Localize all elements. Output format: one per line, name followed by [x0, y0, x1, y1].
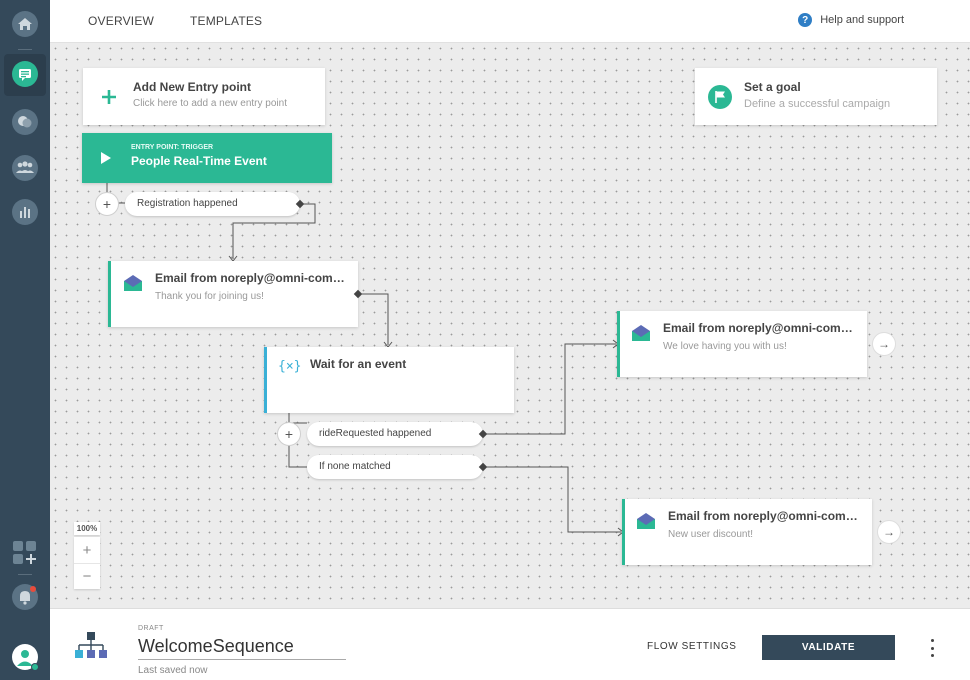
- analytics-icon[interactable]: [11, 198, 39, 226]
- top-bar: OVERVIEW TEMPLATES ? Help and support: [50, 0, 970, 43]
- footer-bar: DRAFT WelcomeSequence Last saved now FLO…: [50, 608, 970, 680]
- wait-event-card[interactable]: {×} Wait for an event: [264, 347, 514, 413]
- email-title: Email from noreply@omni-communications.c…: [668, 509, 860, 523]
- chat-icon[interactable]: [11, 108, 39, 136]
- flow-hierarchy-icon: [75, 632, 107, 658]
- flow-settings-button[interactable]: FLOW SETTINGS: [647, 641, 737, 652]
- last-saved-text: Last saved now: [138, 665, 208, 676]
- sidebar: [0, 0, 50, 680]
- zoom-out-button[interactable]: −: [74, 563, 100, 589]
- trigger-title: People Real-Time Event: [131, 154, 267, 168]
- add-branch-button[interactable]: +: [95, 192, 119, 216]
- play-icon: [101, 152, 111, 164]
- help-label: Help and support: [820, 14, 904, 26]
- more-options-icon[interactable]: [926, 639, 938, 657]
- email-card[interactable]: Email from noreply@omni-communications.c…: [617, 311, 867, 377]
- email-icon: [124, 275, 142, 291]
- arrow-right-icon[interactable]: →: [872, 332, 896, 356]
- add-branch-button[interactable]: +: [277, 422, 301, 446]
- add-entry-subtitle: Click here to add a new entry point: [133, 98, 287, 109]
- email-icon: [637, 513, 655, 529]
- home-icon[interactable]: [11, 10, 39, 38]
- branch-pill[interactable]: If none matched: [307, 455, 483, 479]
- people-icon[interactable]: [11, 154, 39, 182]
- goal-subtitle: Define a successful campaign: [744, 98, 891, 110]
- help-link[interactable]: ? Help and support: [798, 13, 904, 27]
- email-title: Email from noreply@omni-communications.c…: [155, 271, 347, 285]
- add-entry-point-card[interactable]: Add New Entry point Click here to add a …: [83, 68, 325, 125]
- zoom-controls: + −: [74, 537, 100, 589]
- messages-icon[interactable]: [11, 60, 39, 88]
- help-icon: ?: [798, 13, 813, 27]
- email-card[interactable]: Email from noreply@omni-communications.c…: [622, 499, 872, 565]
- tab-templates[interactable]: TEMPLATES: [190, 14, 263, 28]
- goal-title: Set a goal: [744, 80, 801, 94]
- branch-pill[interactable]: rideRequested happened: [307, 422, 483, 446]
- email-subtitle: We love having you with us!: [663, 341, 787, 352]
- add-entry-title: Add New Entry point: [133, 80, 251, 94]
- tab-overview[interactable]: OVERVIEW: [88, 14, 155, 28]
- trigger-card[interactable]: ENTRY POINT: TRIGGER People Real-Time Ev…: [82, 133, 332, 183]
- trigger-label: ENTRY POINT: TRIGGER: [131, 144, 214, 151]
- flow-name-input[interactable]: WelcomeSequence: [138, 636, 346, 660]
- flag-icon: [708, 85, 732, 109]
- email-icon: [632, 325, 650, 341]
- email-title: Email from noreply@omni-communications.c…: [663, 321, 855, 335]
- zoom-in-button[interactable]: +: [82, 541, 92, 559]
- email-subtitle: New user discount!: [668, 529, 754, 540]
- validate-button[interactable]: VALIDATE: [762, 635, 895, 660]
- set-goal-card[interactable]: Set a goal Define a successful campaign: [695, 68, 937, 125]
- flow-canvas[interactable]: Add New Entry point Click here to add a …: [50, 43, 970, 608]
- wait-title: Wait for an event: [310, 357, 407, 371]
- apps-icon[interactable]: [11, 539, 39, 567]
- event-pill[interactable]: Registration happened: [125, 192, 300, 216]
- sidebar-divider: [18, 574, 32, 575]
- zoom-level: 100%: [74, 522, 100, 535]
- arrow-right-icon[interactable]: →: [877, 520, 901, 544]
- flow-status: DRAFT: [138, 625, 164, 632]
- variable-icon: {×}: [278, 359, 302, 374]
- user-settings-icon[interactable]: [11, 643, 39, 671]
- email-subtitle: Thank you for joining us!: [155, 291, 264, 302]
- sidebar-divider: [18, 49, 32, 50]
- plus-icon: [102, 90, 116, 104]
- email-card[interactable]: Email from noreply@omni-communications.c…: [108, 261, 358, 327]
- notifications-icon[interactable]: [11, 583, 39, 611]
- flow-connectors: [106, 183, 624, 537]
